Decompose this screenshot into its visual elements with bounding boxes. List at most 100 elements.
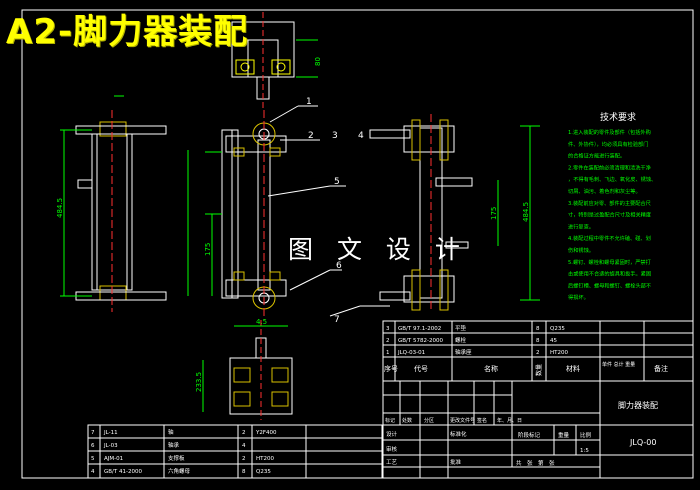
- bom-lower-cell: Q235: [256, 469, 271, 475]
- bom-lower: [87, 424, 383, 479]
- balloon-5: 5: [334, 177, 340, 187]
- bom-lower-cell: 7: [91, 430, 95, 436]
- bom-lower-cell: 2: [242, 430, 246, 436]
- tech-requirement-line: 击或使用不合适的旋具和扳手。紧固: [568, 270, 651, 278]
- tech-requirement-line: 件、外协件），均必须具有检验部门: [568, 140, 648, 148]
- leader-lines: [267, 105, 390, 317]
- hdr-weight: 单件 总计 重量: [602, 361, 635, 368]
- design-label: 设计: [386, 430, 398, 438]
- drawing-code: JLQ-00: [629, 438, 656, 447]
- tech-requirement-line: 3.装配前应对零、部件的主要配合尺: [568, 199, 651, 207]
- drawing-title: A2-脚力器装配: [6, 12, 249, 52]
- dim-overall-right: 484.5: [522, 202, 530, 222]
- bom-lower-cell: GB/T 41-2000: [104, 469, 142, 475]
- balloon-1: 1: [306, 97, 312, 107]
- hdr-qty: 数量: [535, 364, 543, 376]
- revision-col-header: 标记: [385, 417, 395, 424]
- bom-lower-cell: 4: [91, 469, 95, 475]
- revision-col-header: 签名: [477, 417, 487, 424]
- bom-lower-cell: HT200: [256, 456, 274, 462]
- tech-requirement-line: ，不得有毛刺、飞边、氧化皮、锈蚀、: [568, 175, 656, 183]
- bom-upper-cell: 3: [386, 326, 390, 332]
- part-balloons: 1 2 3 4 5 6 7: [306, 97, 364, 325]
- dim-bottom-view: 233.5: [195, 372, 203, 392]
- front-view: [187, 110, 287, 320]
- bom-upper-header: 序号 代号 名称 数量 材料 单件 总计 重量 备注: [384, 361, 668, 376]
- check-label: 审核: [386, 445, 398, 453]
- hdr-no: 序号: [384, 364, 398, 373]
- revision-col-header: 分区: [424, 417, 434, 424]
- title-block-text: 脚力器装配 JLQ-00 阶段标记 重量 比例 1:5 共 张 第 张 设计 标…: [385, 400, 658, 467]
- bom-upper-cell: 2: [386, 338, 390, 344]
- bom-upper-text: 3 GB/T 97.1-2002 平垫 8 Q235 2 GB/T 5782-2000 螺栓 8…: [386, 324, 568, 356]
- standard-label: 标准化: [450, 430, 467, 438]
- bom-upper-cell: Q235: [550, 326, 565, 332]
- bom-upper-cell: HT200: [550, 350, 568, 356]
- dim-bottom-width: 4.5: [256, 318, 267, 326]
- top-detail-view: [231, 12, 318, 110]
- tech-requirement-line: 4.装配过程中零件不允许磕、碰、划: [568, 234, 651, 242]
- hdr-code: 代号: [414, 364, 428, 373]
- scale-label: 比例: [580, 431, 592, 439]
- scale-value: 1:5: [580, 448, 589, 454]
- tech-requirement-line: 的合格证方能进行装配。: [568, 152, 625, 160]
- revision-col-header: 处数: [402, 417, 412, 424]
- bom-upper-cell: 8: [536, 326, 540, 332]
- hdr-material: 材料: [566, 364, 580, 373]
- bom-lower-cell: 2: [242, 456, 246, 462]
- bom-lower-cell: 8: [242, 469, 246, 475]
- tech-requirement-line: 5.螺钉、螺栓和螺母紧固时，严禁打: [568, 258, 651, 266]
- dimension-labels: 484.5 484.5 175 175 233.5 80 4.5: [56, 57, 530, 392]
- bom-lower-cell: 六角螺母: [168, 467, 191, 475]
- balloon-2: 2: [308, 131, 314, 141]
- dim-inner-right: 175: [490, 207, 498, 220]
- bom-lower-cell: 5: [91, 456, 95, 462]
- tech-requirement-line: 寸，特别是过盈配合尺寸及相关精度: [568, 211, 651, 219]
- drawing-name: 脚力器装配: [618, 400, 658, 410]
- title-block: [382, 320, 694, 479]
- sheet-total: 共 张 第 张: [516, 459, 555, 467]
- process-label: 工艺: [386, 459, 398, 466]
- bom-lower-cell: 支撑板: [168, 454, 185, 462]
- bom-upper-cell: 螺栓: [455, 336, 467, 344]
- bom-lower-cell: Y2F400: [255, 430, 277, 436]
- bom-upper-cell: JLQ-03-01: [397, 350, 425, 356]
- dim-inner-mid: 175: [204, 243, 212, 256]
- bom-upper-cell: GB/T 5782-2000: [398, 338, 443, 344]
- bom-upper-cell: 平垫: [455, 324, 467, 332]
- bom-lower-cell: 轴承: [168, 441, 180, 449]
- bom-upper-cell: 1: [386, 350, 390, 356]
- bottom-detail-view: [202, 320, 293, 420]
- tech-requirements-heading: 技术要求: [600, 111, 636, 123]
- watermark: 图 文 设 计: [288, 235, 468, 264]
- balloon-7: 7: [334, 315, 340, 325]
- bom-lower-cell: JL-11: [103, 430, 118, 436]
- dim-overall-left: 484.5: [56, 198, 64, 218]
- tech-requirement-line: 后螺钉槽、螺母和螺钉、螺栓头部不: [568, 281, 651, 289]
- bom-upper-cell: 轴承座: [455, 348, 472, 356]
- revision-col-header: 更改文件号: [450, 417, 475, 424]
- bom-upper-cell: 8: [536, 338, 540, 344]
- bom-lower-cell: AJM-01: [104, 456, 123, 462]
- weight-label: 重量: [558, 431, 570, 439]
- hdr-name: 名称: [484, 364, 498, 373]
- tech-requirement-line: 1.进入装配的零件及部件（包括外购: [568, 128, 651, 136]
- tech-requirement-line: 2.零件在装配前必须清理和清洗干净: [568, 163, 651, 171]
- tech-requirement-line: 进行复查。: [568, 222, 594, 230]
- dim-top-block: 80: [314, 57, 322, 66]
- bom-lower-cell: 6: [91, 443, 95, 449]
- bom-lower-cell: 轴: [168, 428, 174, 436]
- revision-col-header: 年、月、日: [497, 417, 522, 424]
- bom-lower-cell: JL-03: [103, 443, 118, 449]
- bom-upper-cell: 2: [536, 350, 540, 356]
- balloon-3: 3: [332, 131, 338, 141]
- approve-label: 批准: [450, 458, 462, 466]
- right-side-view: [369, 114, 540, 312]
- bom-upper-cell: GB/T 97.1-2002: [398, 326, 441, 332]
- tech-requirement-line: 切屑、油污、着色剂和灰尘等。: [568, 187, 641, 195]
- stage-label: 阶段标记: [518, 431, 541, 439]
- bom-lower-cell: 4: [242, 443, 246, 449]
- tech-requirement-line: 得损坏。: [568, 293, 589, 301]
